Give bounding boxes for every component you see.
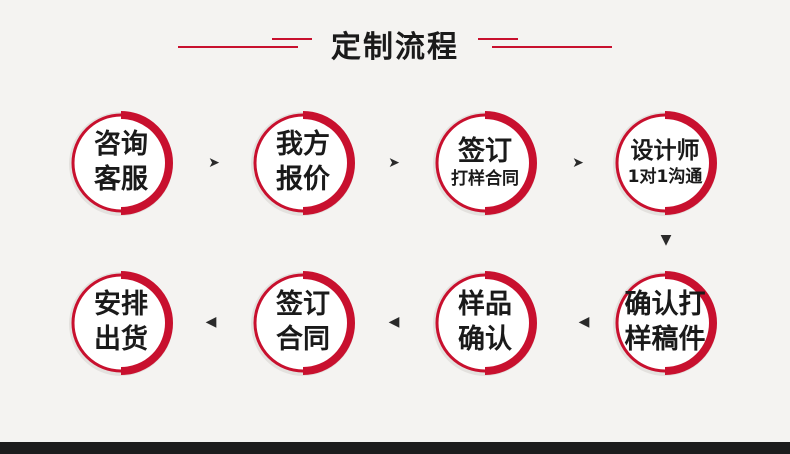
title-rule-right-accent: [478, 38, 518, 40]
arrow-left-icon: ◀: [388, 314, 400, 330]
step-arrange-shipment: 安排出货: [66, 268, 176, 378]
page-title: 定制流程: [331, 30, 459, 65]
step-circle-arc: [302, 111, 355, 215]
step-label-line2: 客服: [94, 163, 148, 195]
step-label: 签订打样合同: [430, 108, 540, 218]
step-consult-service: 咨询客服: [66, 108, 176, 218]
step-circle-arc: [664, 111, 717, 215]
step-circle-graphic: [613, 111, 717, 216]
step-label-line1: 我方: [276, 129, 330, 161]
step-circle-graphic: [613, 271, 717, 376]
step-label: 签订合同: [248, 268, 358, 378]
header: 定制流程: [0, 0, 790, 90]
arrow-down-icon: ▼: [660, 232, 672, 248]
step-label-line2: 合同: [276, 323, 330, 355]
step-label-line2: 报价: [276, 163, 330, 195]
step-sign-contract: 签订合同: [248, 268, 358, 378]
arrow-left-icon: ◀: [205, 314, 217, 330]
step-label: 咨询客服: [66, 108, 176, 218]
arrow-right-icon: ➤: [572, 155, 584, 171]
step-label-line2: 样稿件: [624, 323, 706, 355]
title-rule-right: [492, 46, 612, 48]
title-rule-left: [178, 46, 298, 48]
step-circle-graphic: [69, 111, 173, 216]
step-confirm-sample-draft: 确认打样稿件: [610, 268, 720, 378]
step-circle-arc: [484, 111, 537, 215]
step-sample-confirm: 样品确认: [430, 268, 540, 378]
step-label-line1: 签订: [276, 289, 330, 321]
bottom-bar: [0, 442, 790, 454]
step-label: 确认打样稿件: [610, 268, 720, 378]
step-circle-graphic: [251, 111, 355, 216]
step-label-line2: 1对1沟通: [627, 166, 703, 187]
step-label-line1: 确认打: [624, 289, 706, 321]
step-circle-arc: [664, 271, 717, 375]
step-label-line1: 样品: [458, 289, 512, 321]
step-circle-graphic: [251, 271, 355, 376]
arrow-left-icon: ◀: [578, 314, 590, 330]
step-label-line1: 签订: [458, 135, 512, 167]
step-circle-arc: [120, 111, 173, 215]
step-label-line2: 确认: [458, 323, 512, 355]
title-rule-left-accent: [272, 38, 312, 40]
step-circle-arc: [302, 271, 355, 375]
arrow-right-icon: ➤: [388, 155, 400, 171]
step-quote: 我方报价: [248, 108, 358, 218]
step-circle-arc: [120, 271, 173, 375]
arrow-right-icon: ➤: [208, 155, 220, 171]
step-circle-graphic: [433, 111, 537, 216]
step-label-line1: 安排: [94, 289, 148, 321]
step-label-line1: 咨询: [94, 129, 148, 161]
step-label-line1: 设计师: [630, 138, 700, 165]
step-circle-arc: [484, 271, 537, 375]
step-label: 我方报价: [248, 108, 358, 218]
step-circle-graphic: [433, 271, 537, 376]
step-label: 样品确认: [430, 268, 540, 378]
step-label: 安排出货: [66, 268, 176, 378]
step-label-line2: 出货: [94, 323, 148, 355]
step-sign-sample-contract: 签订打样合同: [430, 108, 540, 218]
step-circle-graphic: [69, 271, 173, 376]
step-label-line2: 打样合同: [451, 169, 519, 190]
